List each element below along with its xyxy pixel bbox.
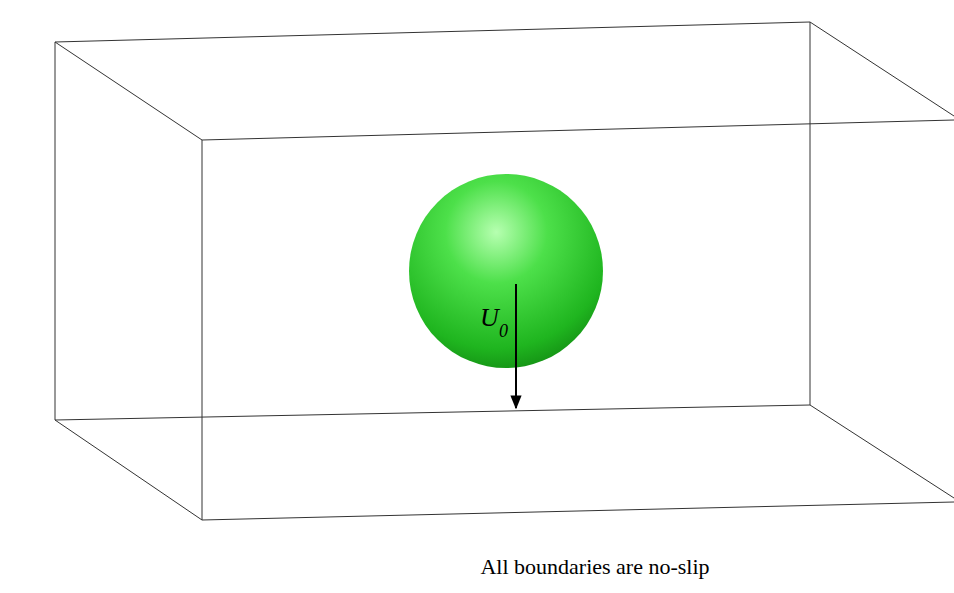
domain-wireframe xyxy=(55,22,954,520)
sphere xyxy=(409,174,603,368)
caption: All boundaries are no-slip xyxy=(480,556,709,578)
velocity-subscript: 0 xyxy=(499,322,508,340)
velocity-symbol: U xyxy=(480,305,499,331)
velocity-arrow xyxy=(515,284,517,408)
